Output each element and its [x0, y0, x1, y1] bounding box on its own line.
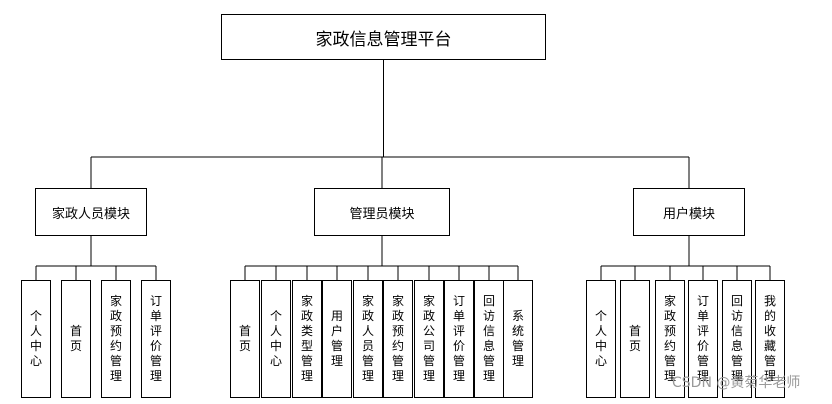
- leaf-node: 个人中心: [21, 280, 51, 398]
- watermark-text: CSDN @黄菊华老师: [672, 375, 801, 391]
- leaf-node-label: 家政预约管理: [391, 294, 404, 383]
- leaf-node-label: 我的收藏管理: [763, 294, 776, 383]
- leaf-node: 订单评价管理: [141, 280, 171, 398]
- root-node-label: 家政信息管理平台: [315, 29, 452, 50]
- leaf-node: 用户管理: [322, 280, 352, 398]
- leaf-node-label: 首页: [628, 324, 641, 353]
- leaf-node: 家政人员管理: [353, 280, 383, 398]
- leaf-node: 个人中心: [586, 280, 616, 398]
- leaf-node-label: 回访信息管理: [730, 294, 743, 383]
- module-node-label: 家政人员模块: [51, 206, 130, 222]
- leaf-node: 家政预约管理: [101, 280, 131, 398]
- module-node-housekeeper: 家政人员模块: [35, 188, 147, 236]
- leaf-node-label: 首页: [69, 324, 82, 353]
- leaf-node: 系统管理: [503, 280, 533, 398]
- root-node: 家政信息管理平台: [221, 14, 546, 60]
- leaf-node: 订单评价管理: [688, 280, 718, 398]
- leaf-node: 家政预约管理: [655, 280, 685, 398]
- leaf-node: 首页: [620, 280, 650, 398]
- leaf-node: 家政预约管理: [383, 280, 413, 398]
- leaf-node-label: 个人中心: [269, 309, 282, 368]
- leaf-node-label: 个人中心: [29, 309, 42, 368]
- leaf-node-label: 首页: [238, 324, 251, 353]
- leaf-node: 订单评价管理: [444, 280, 474, 398]
- module-node-label: 用户模块: [662, 206, 715, 222]
- leaf-node-label: 订单评价管理: [149, 294, 162, 383]
- leaf-node-label: 回访信息管理: [482, 294, 495, 383]
- leaf-node-label: 家政预约管理: [109, 294, 122, 383]
- leaf-node-label: 家政人员管理: [361, 294, 374, 383]
- leaf-node-label: 个人中心: [594, 309, 607, 368]
- leaf-node-label: 家政公司管理: [422, 294, 435, 383]
- leaf-node-label: 订单评价管理: [696, 294, 709, 383]
- leaf-node-label: 用户管理: [330, 309, 343, 368]
- module-node-admin: 管理员模块: [314, 188, 450, 236]
- leaf-node: 我的收藏管理: [755, 280, 785, 398]
- leaf-node: 家政公司管理: [414, 280, 444, 398]
- leaf-node: 家政类型管理: [292, 280, 322, 398]
- leaf-node-label: 订单评价管理: [452, 294, 465, 383]
- leaf-node-label: 家政类型管理: [300, 294, 313, 383]
- leaf-node: 首页: [230, 280, 260, 398]
- module-node-user: 用户模块: [633, 188, 745, 236]
- leaf-node: 个人中心: [261, 280, 291, 398]
- leaf-node-label: 系统管理: [511, 309, 524, 368]
- leaf-node: 回访信息管理: [474, 280, 504, 398]
- module-node-label: 管理员模块: [349, 206, 415, 222]
- leaf-node-label: 家政预约管理: [663, 294, 676, 383]
- leaf-node: 首页: [61, 280, 91, 398]
- leaf-node: 回访信息管理: [722, 280, 752, 398]
